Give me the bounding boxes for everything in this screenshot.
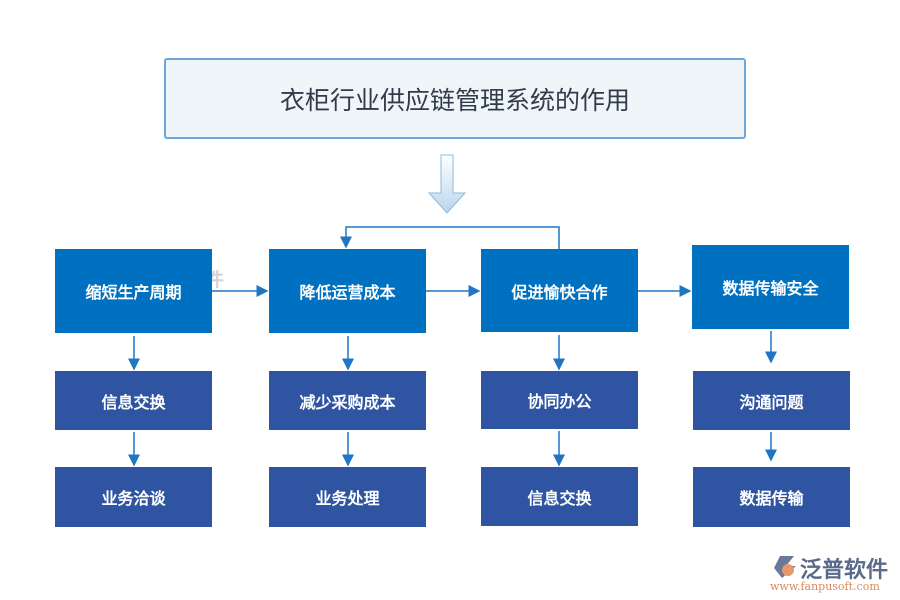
sub-box: 业务洽谈 — [55, 467, 212, 527]
sub-box: 协同办公 — [481, 371, 638, 429]
sub-box: 业务处理 — [269, 467, 426, 527]
sub-box: 信息交换 — [55, 371, 212, 430]
logo-url: www.fanpusoft.com — [770, 580, 880, 593]
big-down-arrow-icon — [427, 154, 467, 214]
loop-connector — [340, 226, 560, 249]
diagram-title: 衣柜行业供应链管理系统的作用 — [164, 58, 746, 139]
sub-box: 减少采购成本 — [269, 371, 426, 430]
main-box-4: 数据传输安全 — [692, 245, 849, 329]
sub-box: 沟通问题 — [693, 371, 850, 430]
main-box-2: 降低运营成本 — [269, 249, 426, 333]
sub-box: 数据传输 — [693, 467, 850, 527]
logo-name: 泛普软件 — [800, 558, 889, 583]
main-box-3: 促进愉快合作 — [481, 249, 638, 332]
sub-box: 信息交换 — [481, 467, 638, 526]
logo-mark-icon — [774, 556, 796, 578]
main-box-1: 缩短生产周期 — [55, 249, 212, 333]
